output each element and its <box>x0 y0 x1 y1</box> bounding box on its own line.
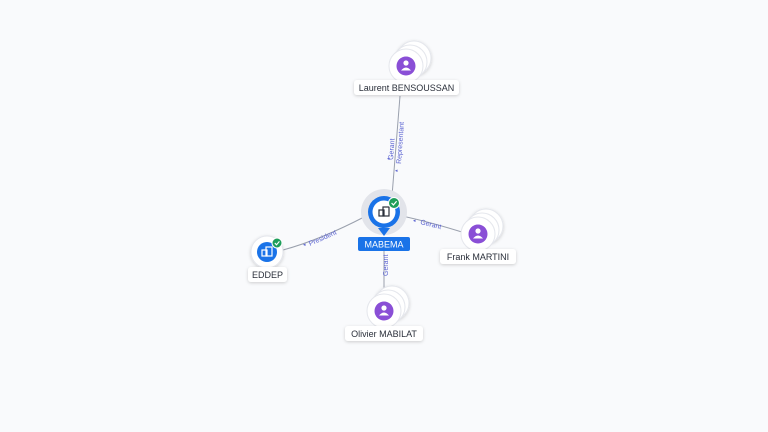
node-eddep[interactable]: EDDEP <box>248 235 287 282</box>
edge-label-eddep: President <box>308 229 338 247</box>
arrow-icon: ◂ <box>303 242 306 248</box>
company-icon <box>378 206 390 217</box>
edge-frank <box>401 215 466 234</box>
edge-label-laurent-0: Gerant <box>388 138 396 160</box>
company-icon <box>257 242 277 262</box>
arrow-icon: ◂ <box>395 168 398 174</box>
center-label: MABEMA <box>364 240 403 250</box>
node-center[interactable]: MABEMA <box>358 189 410 251</box>
arrow-icon: ◂ <box>413 218 416 224</box>
person-icon <box>396 56 416 76</box>
node-frank[interactable]: Frank MARTINI <box>440 208 516 264</box>
edge-label-laurent-1: Representant <box>396 122 406 164</box>
edge-label-olivier: Gerant <box>383 255 390 276</box>
edge-label-frank: Gerant <box>420 219 443 231</box>
arrow-icon: ◂ <box>387 156 390 162</box>
node-label: Frank MARTINI <box>447 252 509 262</box>
node-label: EDDEP <box>252 270 283 280</box>
node-label: Olivier MABILAT <box>351 329 417 339</box>
node-olivier[interactable]: Olivier MABILAT <box>345 285 423 341</box>
person-icon <box>468 224 488 244</box>
person-icon <box>374 301 394 321</box>
node-laurent[interactable]: Laurent BENSOUSSAN <box>354 40 459 95</box>
edge-laurent <box>391 95 401 197</box>
edge-eddep <box>282 215 367 251</box>
verified-check-icon <box>388 197 400 209</box>
verified-check-icon <box>271 237 283 249</box>
node-label: Laurent BENSOUSSAN <box>359 83 455 93</box>
